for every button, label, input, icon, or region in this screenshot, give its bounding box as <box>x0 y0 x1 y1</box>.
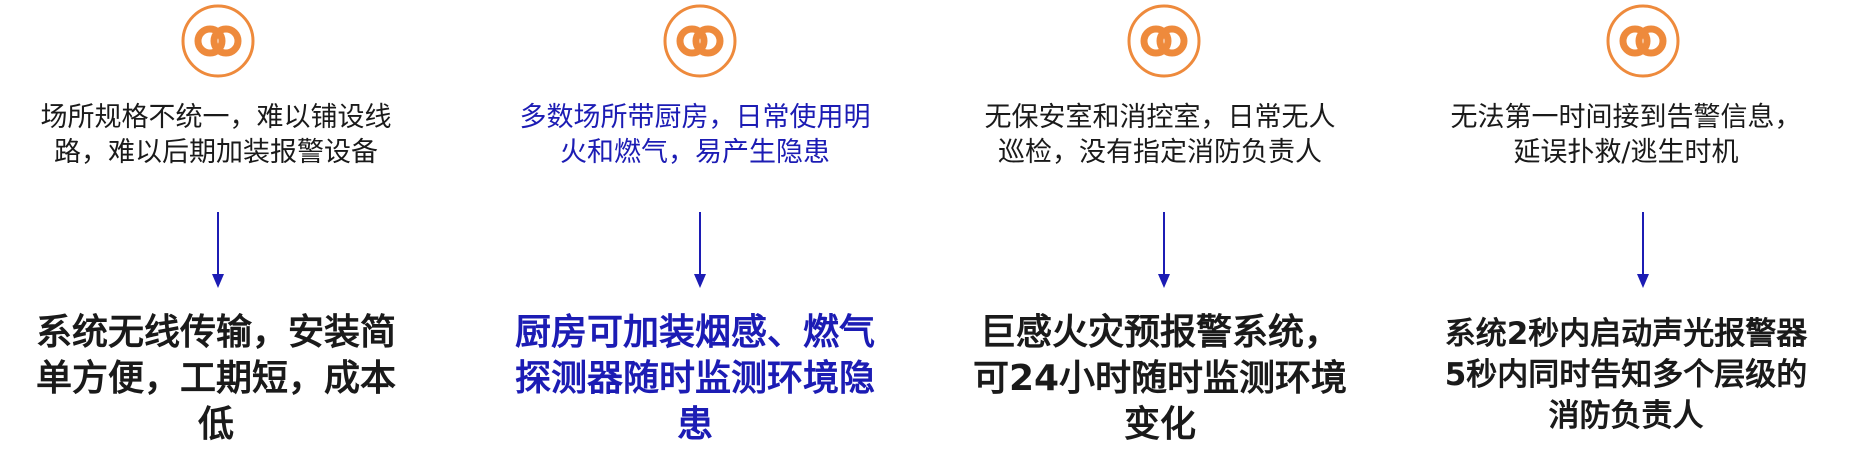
problem-text: 多数场所带厨房，日常使用明 火和燃气，易产生隐患 <box>470 100 920 170</box>
solution-line: 厨房可加装烟感、燃气 <box>514 312 875 353</box>
down-arrow-icon <box>1158 212 1170 288</box>
solution-text: 系统无线传输，安装简 单方便，工期短，成本 低 <box>0 310 432 448</box>
linked-rings-icon <box>663 4 737 78</box>
problem-line: 场所规格不统一，难以铺设线 <box>40 102 392 133</box>
linked-rings-icon <box>181 4 255 78</box>
solution-line: 单方便，工期短，成本 <box>35 358 396 399</box>
column-3: 无保安室和消控室，日常无人 巡检，没有指定消防负责人 巨感火灾预报警系统， 可2… <box>940 0 1380 474</box>
solution-line: 可24小时随时监测环境 <box>972 358 1348 399</box>
problem-line: 多数场所带厨房，日常使用明 <box>519 102 871 133</box>
column-1: 场所规格不统一，难以铺设线 路，难以后期加装报警设备 系统无线传输，安装简 单方… <box>0 0 432 474</box>
problem-line: 延误扑救/逃生时机 <box>1513 137 1739 168</box>
problem-text: 无保安室和消控室，日常无人 巡检，没有指定消防负责人 <box>940 100 1380 170</box>
solution-line: 变化 <box>1123 404 1196 445</box>
solution-line: 5秒内同时告知多个层级的 <box>1444 357 1808 393</box>
down-arrow-icon <box>694 212 706 288</box>
problem-line: 路，难以后期加装报警设备 <box>54 137 378 168</box>
solution-line: 低 <box>197 404 234 445</box>
solution-line: 患 <box>676 404 713 445</box>
linked-rings-icon <box>1606 4 1680 78</box>
solution-line: 系统无线传输，安装简 <box>35 312 396 353</box>
down-arrow-icon <box>1637 212 1649 288</box>
solution-text: 巨感火灾预报警系统， 可24小时随时监测环境 变化 <box>940 310 1380 448</box>
down-arrow-icon <box>212 212 224 288</box>
linked-rings-icon <box>1127 4 1201 78</box>
problem-line: 巡检，没有指定消防负责人 <box>998 137 1322 168</box>
solution-text: 厨房可加装烟感、燃气 探测器随时监测环境隐 患 <box>470 310 920 448</box>
problem-line: 无保安室和消控室，日常无人 <box>984 102 1336 133</box>
column-2: 多数场所带厨房，日常使用明 火和燃气，易产生隐患 厨房可加装烟感、燃气 探测器随… <box>470 0 920 474</box>
solution-line: 系统2秒内启动声光报警器 <box>1444 316 1808 352</box>
solution-line: 消防负责人 <box>1548 398 1704 434</box>
problem-line: 火和燃气，易产生隐患 <box>560 137 830 168</box>
solution-line: 探测器随时监测环境隐 <box>514 358 875 399</box>
column-4: 无法第一时间接到告警信息， 延误扑救/逃生时机 系统2秒内启动声光报警器 5秒内… <box>1400 0 1852 474</box>
problem-text: 场所规格不统一，难以铺设线 路，难以后期加装报警设备 <box>0 100 432 170</box>
solution-line: 巨感火灾预报警系统， <box>979 312 1340 353</box>
solution-text: 系统2秒内启动声光报警器 5秒内同时告知多个层级的 消防负责人 <box>1400 314 1852 437</box>
problem-text: 无法第一时间接到告警信息， 延误扑救/逃生时机 <box>1400 100 1852 170</box>
problem-line: 无法第一时间接到告警信息， <box>1450 102 1802 133</box>
